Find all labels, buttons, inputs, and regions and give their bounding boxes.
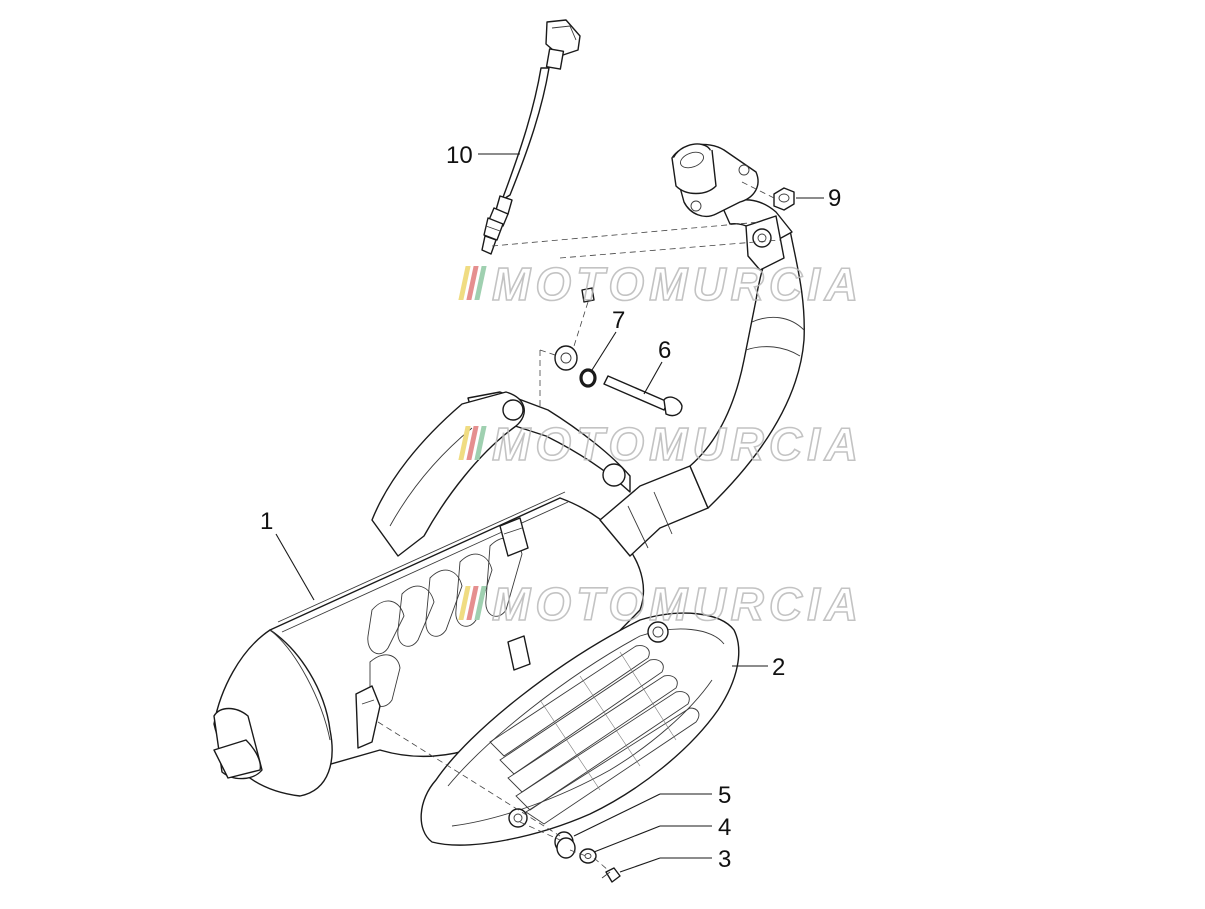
callout-9: 9: [796, 185, 841, 212]
flange-nut: [773, 187, 795, 211]
callout-number: 3: [718, 846, 731, 873]
callout-number: 7: [612, 307, 625, 334]
mounting-bolt: [603, 375, 683, 417]
shield-spacer: [554, 831, 576, 859]
callout-2: 2: [732, 654, 785, 681]
watermark-text-top: MOTOMURCIA: [492, 258, 863, 310]
callout-number: 10: [446, 142, 473, 169]
callout-5: 5: [573, 782, 731, 837]
callout-number: 1: [260, 508, 273, 535]
silencer-muffler: [213, 391, 709, 797]
callout-3: 3: [619, 846, 731, 873]
watermark-bottom: MOTOMURCIA: [458, 577, 863, 631]
watermark-text-middle: MOTOMURCIA: [492, 418, 863, 470]
callout-10: 10: [446, 142, 520, 169]
heat-shield-cover: [420, 612, 740, 846]
clamp-screw: [581, 287, 595, 303]
shield-washer: [579, 848, 597, 864]
watermark-top: MOTOMURCIA: [458, 257, 863, 311]
callout-number: 5: [718, 782, 731, 809]
assembly-lines: [377, 181, 781, 871]
exhaust-header-pipe: [671, 143, 805, 509]
spacer-washer: [554, 345, 578, 371]
callout-number: 6: [658, 337, 671, 364]
callout-number: 4: [718, 814, 731, 841]
callout-number: 9: [828, 185, 841, 212]
callout-4: 4: [593, 814, 731, 853]
watermark-middle: MOTOMURCIA: [458, 417, 863, 471]
shield-screw: [601, 867, 621, 883]
callout-6: 6: [643, 337, 671, 395]
callout-1: 1: [260, 508, 315, 601]
oxygen-sensor: [481, 19, 581, 255]
snap-ring: [579, 368, 597, 388]
callout-number: 2: [772, 654, 785, 681]
callout-7: 7: [591, 307, 625, 371]
watermark-text-bottom: MOTOMURCIA: [492, 578, 863, 630]
